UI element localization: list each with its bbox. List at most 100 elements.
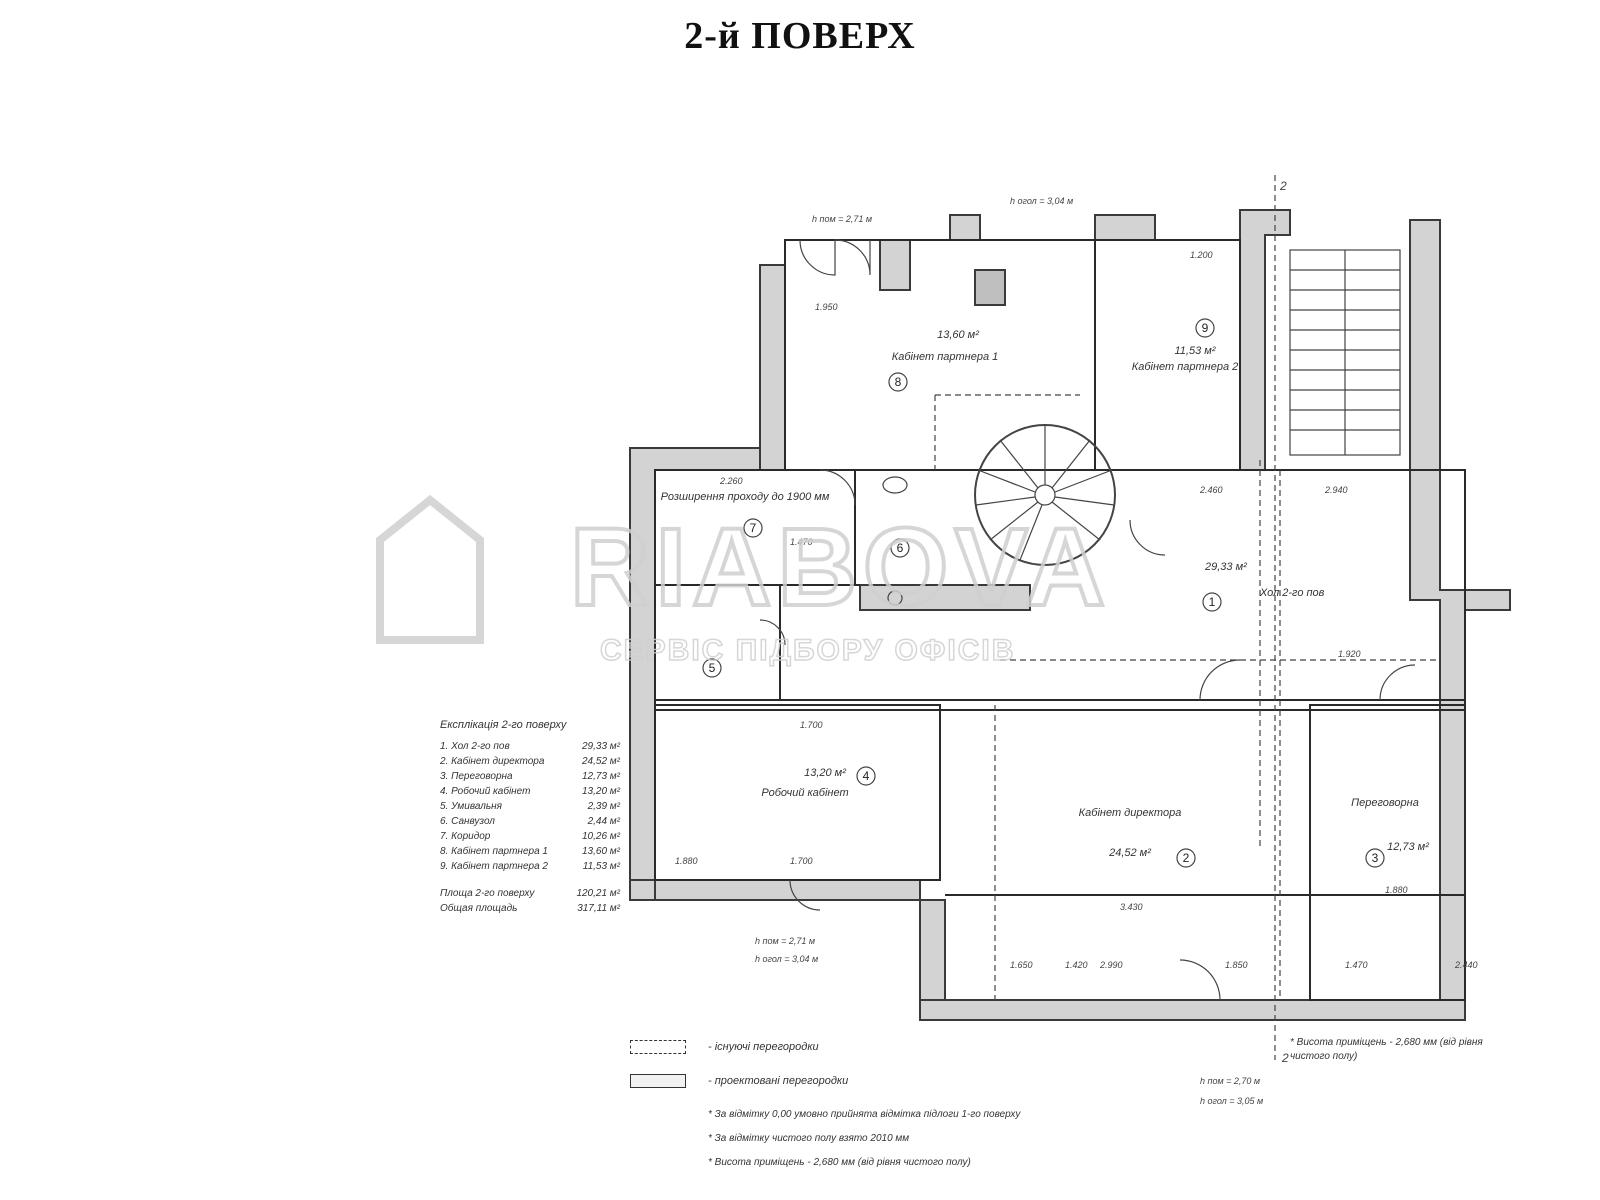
legend-label: - проектовані перегородки: [708, 1075, 849, 1087]
explication-heading: Експлікація 2-го поверху: [440, 719, 567, 731]
dimension-label: 3.430: [1120, 902, 1143, 912]
legend-item-projected: - проектовані перегородки: [630, 1074, 1530, 1088]
explication-row: 3. Переговорна 12,73 м²: [440, 769, 620, 784]
row-name: 6. Санвузол: [440, 816, 495, 827]
row-area: 13,60 м²: [582, 846, 620, 857]
dashed-swatch-icon: [630, 1040, 686, 1054]
room-4-area: 13,20 м²: [804, 767, 846, 779]
dimension-label: 1.200: [1190, 250, 1213, 260]
exterior-walls: [629, 209, 1511, 1021]
dimension-label: 1.700: [790, 856, 813, 866]
room-1-label: Хол 2-го пов: [1259, 587, 1325, 599]
explication-table: Експлікація 2-го поверху 1. Хол 2-го пов…: [440, 718, 620, 916]
room-2-label: Кабінет директора: [1079, 807, 1182, 819]
dimension-label: 2.260: [719, 476, 743, 486]
legend: - існуючі перегородки - проектовані пере…: [630, 1040, 1530, 1180]
note: * Висота приміщень - 2,680 мм (від рівня…: [708, 1157, 971, 1168]
explication-total: Общая площадь 317,11 м²: [440, 901, 620, 916]
dimension-label: 1.880: [1385, 885, 1408, 895]
height-note: h пом = 2,70 м: [1200, 1076, 1261, 1086]
total-floor-label: Площа 2-го поверху: [440, 888, 535, 899]
explication-row: 7. Коридор 10,26 м²: [440, 829, 620, 844]
section-marks: 2 2: [1279, 179, 1289, 1065]
room-1-area: 29,33 м²: [1204, 561, 1247, 573]
room-4-number: 4: [863, 769, 870, 783]
room-9-area: 11,53 м²: [1175, 345, 1216, 357]
row-area: 12,73 м²: [582, 771, 620, 782]
toilet-icon: [882, 476, 908, 494]
row-area: 10,26 м²: [582, 831, 620, 842]
row-area: 2,39 м²: [587, 801, 620, 812]
legend-item-existing: - існуючі перегородки: [630, 1040, 1530, 1054]
row-name: 9. Кабінет партнера 2: [440, 861, 548, 872]
room-3-label: Переговорна: [1351, 797, 1419, 809]
row-area: 29,33 м²: [582, 741, 620, 752]
row-area: 13,20 м²: [582, 786, 620, 797]
page-title: 2-й ПОВЕРХ: [684, 15, 916, 57]
room-8-number: 8: [895, 375, 902, 389]
room-2-number: 2: [1183, 851, 1190, 865]
explication-row: 6. Санвузол 2,44 м²: [440, 814, 620, 829]
note: * За відмітку чистого полу взято 2010 мм: [708, 1133, 910, 1144]
row-name: 4. Робочий кабінет: [440, 786, 531, 797]
fixtures: [882, 476, 908, 606]
room-3-number: 3: [1372, 851, 1379, 865]
row-name: 8. Кабінет партнера 1: [440, 846, 548, 857]
row-area: 24,52 м²: [582, 756, 620, 767]
row-name: 3. Переговорна: [440, 771, 513, 782]
dimension-label: 2.460: [1199, 485, 1223, 495]
side-note: * Висота приміщень - 2,680 мм (від рівня…: [1290, 1037, 1483, 1062]
section-mark: 2: [1281, 1051, 1289, 1065]
row-name: 1. Хол 2-го пов: [440, 741, 510, 752]
row-name: 7. Коридор: [440, 831, 491, 842]
dimension-label: 1.920: [1338, 649, 1361, 659]
explication-row: 9. Кабінет партнера 2 11,53 м²: [440, 859, 620, 874]
dimension-label: 1.420: [1065, 960, 1088, 970]
room-8-label: Кабінет партнера 1: [892, 351, 999, 363]
dimension-label: 1.850: [1225, 960, 1248, 970]
explication-row: 8. Кабінет партнера 1 13,60 м²: [440, 844, 620, 859]
room-1-number: 1: [1209, 595, 1216, 609]
row-name: 5. Умивальня: [440, 801, 503, 812]
row-area: 2,44 м²: [587, 816, 620, 827]
height-note: h огол = 3,04 м: [1010, 196, 1074, 206]
section-mark: 2: [1279, 179, 1287, 193]
corridor-note: Розширення проходу до 1900 мм: [661, 491, 830, 503]
dimension-label: 1.700: [800, 720, 823, 730]
room-3-area: 12,73 м²: [1387, 841, 1429, 853]
explication-row: 5. Умивальня 2,39 м²: [440, 799, 620, 814]
room-9-label: Кабінет партнера 2: [1132, 361, 1239, 373]
dimension-label: 2.990: [1099, 960, 1123, 970]
room-5-number: 5: [709, 661, 716, 675]
room-7-number: 7: [750, 521, 757, 535]
dashed-partitions: [934, 175, 1440, 1060]
explication-total-floor: Площа 2-го поверху 120,21 м²: [440, 886, 620, 901]
total-floor-value: 120,21 м²: [576, 888, 620, 899]
sink-icon: [887, 590, 903, 606]
explication-row: 1. Хол 2-го пов 29,33 м²: [440, 739, 620, 754]
explication-row: 4. Робочий кабінет 13,20 м²: [440, 784, 620, 799]
total-label: Общая площадь: [440, 903, 518, 914]
doors: [759, 239, 1416, 1001]
legend-label: - існуючі перегородки: [708, 1041, 819, 1053]
height-note: h пом = 2,71 м: [812, 214, 873, 224]
room-2-area: 24,52 м²: [1108, 847, 1151, 859]
partitions: [654, 239, 1466, 1001]
row-area: 11,53 м²: [582, 861, 620, 872]
dimension-label: 2.440: [1454, 960, 1478, 970]
dimension-label: 1.880: [675, 856, 698, 866]
room-9-number: 9: [1202, 321, 1209, 335]
dimension-label: 1.950: [815, 302, 838, 312]
room-4-label: Робочий кабінет: [761, 787, 848, 799]
room-8-area: 13,60 м²: [937, 329, 979, 341]
total-value: 317,11 м²: [577, 903, 620, 914]
dimension-label: 1.470: [790, 537, 813, 547]
height-note: h огол = 3,05 м: [1200, 1096, 1264, 1106]
room-6-number: 6: [897, 541, 904, 555]
stairs: [1289, 249, 1401, 456]
height-note: h огол = 3,04 м: [755, 954, 819, 964]
spiral-stair: [974, 424, 1116, 566]
solid-swatch-icon: [630, 1074, 686, 1088]
